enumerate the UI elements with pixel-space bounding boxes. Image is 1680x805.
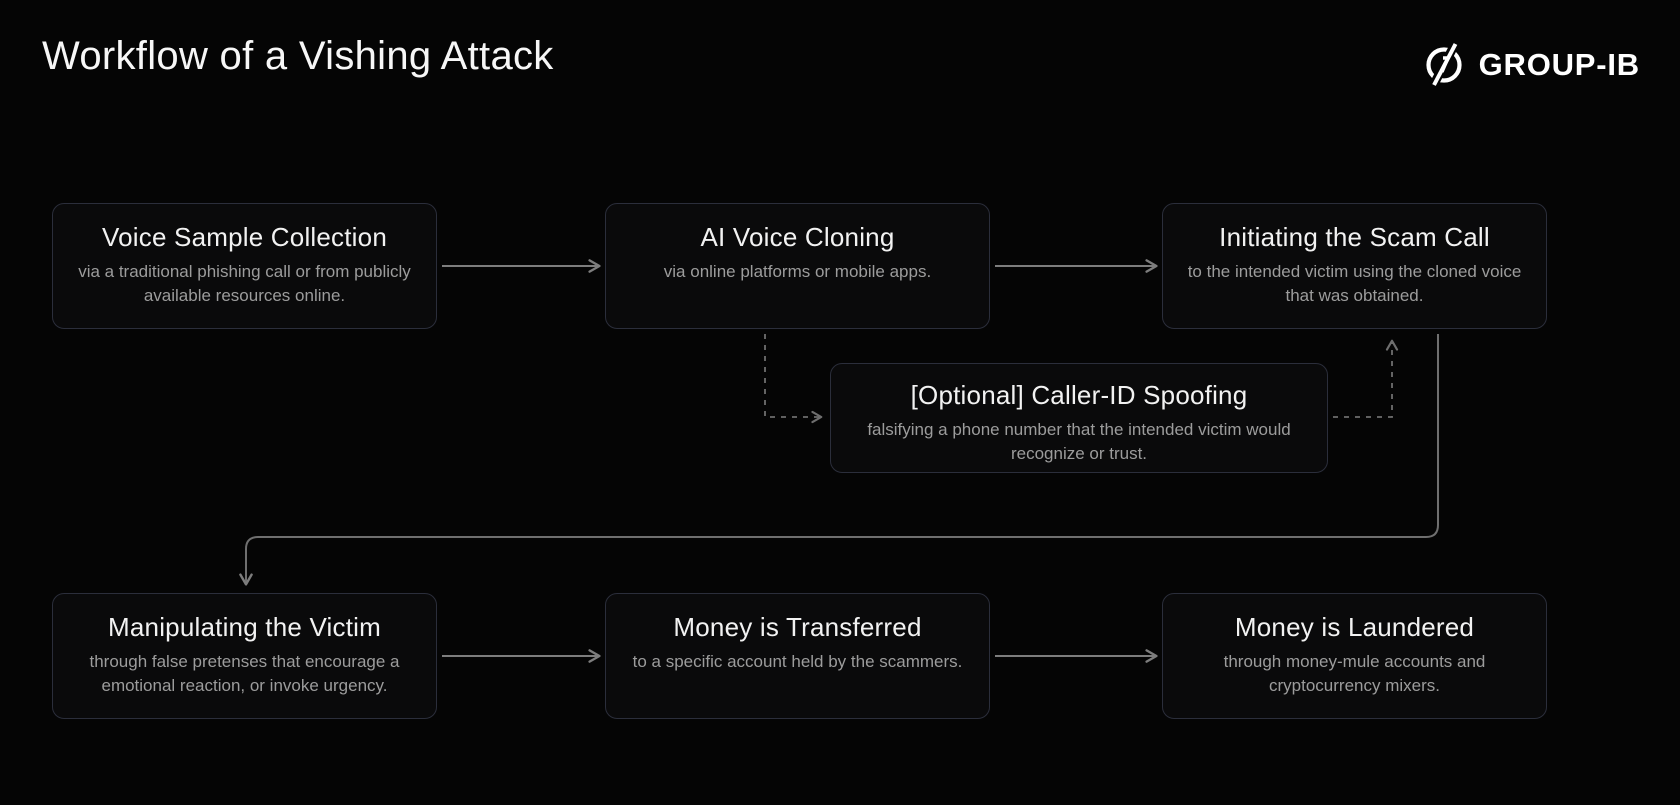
node-subtitle: through false pretenses that encourage a… <box>89 652 400 696</box>
node-voice-sample-collection: Voice Sample Collection via a traditiona… <box>52 203 437 329</box>
group-ib-logo: GROUP-IB <box>1421 42 1640 88</box>
edge-ai-cloning-to-spoofing-dashed <box>764 334 823 424</box>
node-subtitle: to the intended victim using the cloned … <box>1187 262 1522 306</box>
node-money-is-laundered: Money is Laundered through money-mule ac… <box>1162 593 1547 719</box>
node-subtitle: via a traditional phishing call or from … <box>78 262 411 306</box>
group-ib-wordmark: GROUP-IB <box>1478 47 1640 82</box>
node-subtitle: to a specific account held by the scamme… <box>632 652 963 671</box>
node-optional-caller-id-spoofing: [Optional] Caller-ID Spoofing falsifying… <box>830 363 1328 473</box>
node-title: Money is Laundered <box>1234 612 1475 642</box>
node-title: Voice Sample Collection <box>102 222 387 252</box>
node-title: Money is Transferred <box>673 612 922 642</box>
node-manipulating-the-victim: Manipulating the Victim through false pr… <box>52 593 437 719</box>
group-ib-circle-slash-icon <box>1421 42 1467 88</box>
page-title: Workflow of a Vishing Attack <box>42 34 554 78</box>
node-ai-voice-cloning: AI Voice Cloning via online platforms or… <box>605 203 990 329</box>
edge-spoofing-to-scam-call-dashed <box>1333 339 1399 418</box>
node-subtitle: falsifying a phone number that the inten… <box>867 420 1291 464</box>
node-title: Initiating the Scam Call <box>1219 222 1490 252</box>
node-money-is-transferred: Money is Transferred to a specific accou… <box>605 593 990 719</box>
node-title: [Optional] Caller-ID Spoofing <box>910 380 1248 410</box>
node-subtitle: through money-mule accounts and cryptocu… <box>1223 652 1486 696</box>
node-initiating-the-scam-call: Initiating the Scam Call to the intended… <box>1162 203 1547 329</box>
edge-scam-call-to-manipulating <box>239 334 1439 586</box>
node-title: AI Voice Cloning <box>700 222 895 252</box>
node-subtitle: via online platforms or mobile apps. <box>663 262 932 281</box>
node-title: Manipulating the Victim <box>108 612 381 642</box>
